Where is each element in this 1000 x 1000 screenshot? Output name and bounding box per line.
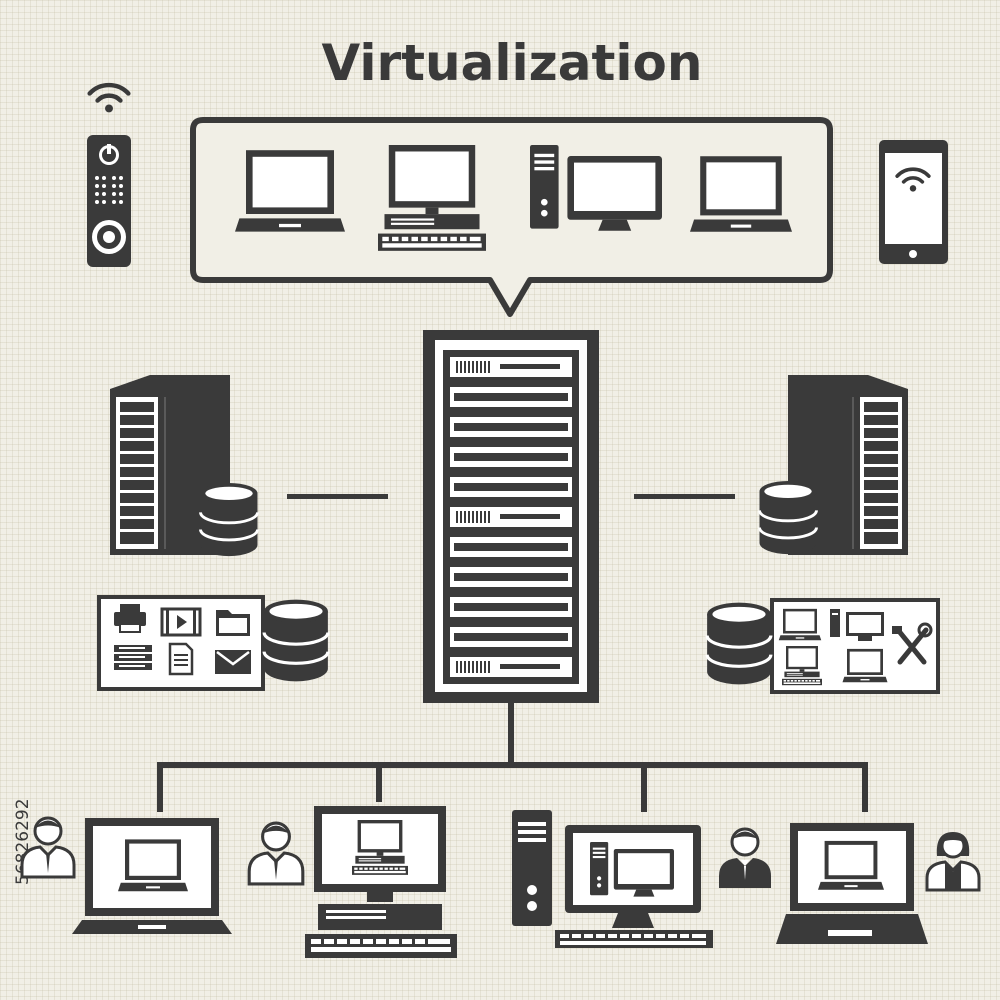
desktop-pc-icon (352, 820, 408, 875)
diagram-title: Virtualization (322, 34, 703, 92)
database-icon (262, 597, 330, 684)
remote-control-icon (87, 85, 131, 267)
user-female-icon (925, 830, 981, 892)
connector-right (634, 494, 735, 499)
client-tower-monitor-3 (512, 810, 713, 948)
video-icon (160, 607, 202, 637)
user-icon (247, 821, 305, 886)
right-server-group (758, 375, 908, 556)
database-icon (705, 600, 773, 687)
document-icon (168, 642, 194, 676)
virtual-devices-bubble (190, 117, 833, 317)
server-rack-icon (423, 330, 599, 703)
left-storage-panel (97, 595, 330, 691)
client-desktop-2 (305, 806, 457, 958)
smartphone-icon (879, 140, 948, 264)
mail-icon (215, 650, 251, 674)
client-laptop-4 (776, 823, 928, 944)
network-tree (157, 703, 868, 812)
tower-icon (830, 609, 840, 637)
database-icon (199, 482, 259, 558)
desktop-pc-icon (782, 646, 822, 686)
database-icon (758, 480, 818, 556)
desktop-pc-icon (378, 145, 486, 251)
laptop-icon (778, 608, 822, 641)
tools-icon (892, 622, 933, 665)
client-laptop-1 (72, 818, 232, 934)
laptop-icon (842, 648, 888, 683)
laptop-icon (235, 150, 345, 232)
folder-icon (216, 610, 250, 636)
tower-monitor-icon (590, 842, 674, 897)
monitor-icon (846, 612, 884, 641)
printer-icon (114, 604, 146, 633)
right-storage-panel (705, 598, 940, 694)
books-icon (114, 645, 152, 670)
laptop-icon (690, 156, 792, 232)
laptop-icon (118, 839, 188, 892)
tower-monitor-icon (530, 145, 662, 231)
laptop-icon (818, 840, 884, 890)
user-icon (717, 827, 773, 890)
left-server-group (110, 375, 259, 558)
connector-left (287, 494, 388, 499)
